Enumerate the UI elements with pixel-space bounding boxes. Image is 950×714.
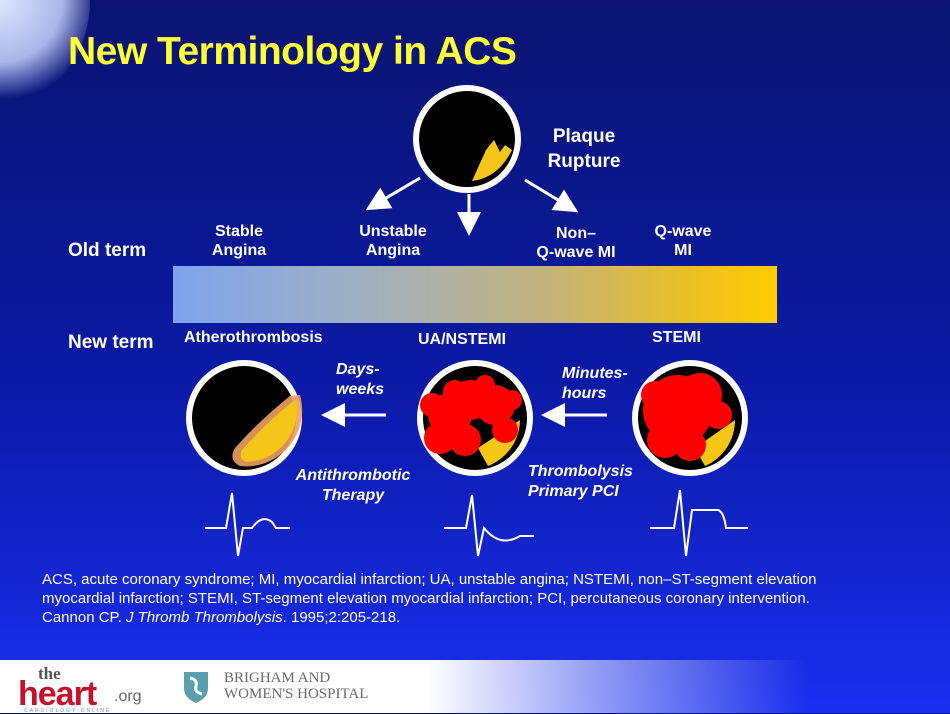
citation-journal: J Thromb Thrombolysis xyxy=(125,609,283,626)
old-term-label: Old term xyxy=(68,240,147,261)
new-term-atherothrombosis: Atherothrombosis xyxy=(184,329,323,346)
footnote-definitions: ACS, acute coronary syndrome; MI, myocar… xyxy=(42,571,817,607)
ecg-st-depression xyxy=(444,494,534,557)
old-term-non-q-wave-mi: Non– Q-wave MI xyxy=(536,225,616,261)
minutes-hours-label: Minutes- hours xyxy=(562,365,628,402)
ecg-st-elevation xyxy=(650,489,748,557)
logo-bar xyxy=(0,660,950,713)
atherothrombosis-vessel xyxy=(186,360,303,476)
ecg-normal xyxy=(205,492,290,557)
ecg-traces xyxy=(205,489,748,557)
rupture-arrows xyxy=(365,176,579,236)
footnote-citation: Cannon CP. J Thromb Thrombolysis. 1995;2… xyxy=(42,609,401,626)
plaque-rupture-label: Plaque Rupture xyxy=(547,126,621,172)
new-term-ua-nstemi: UA/NSTEMI xyxy=(418,331,506,348)
old-term-stable-angina: Stable Angina xyxy=(211,223,267,259)
old-term-unstable-angina: Unstable Angina xyxy=(359,223,427,259)
bwh-emblem-icon xyxy=(184,672,208,703)
thrombolysis-pci-label: Thrombolysis Primary PCI xyxy=(528,463,633,500)
footnote: ACS, acute coronary syndrome; MI, myocar… xyxy=(42,570,882,627)
new-term-stemi: STEMI xyxy=(652,329,701,346)
slide-title: New Terminology in ACS xyxy=(68,30,517,73)
old-term-q-wave-mi: Q-wave MI xyxy=(654,223,712,259)
stemi-vessel xyxy=(632,360,748,476)
ua-nstemi-vessel xyxy=(417,360,533,476)
new-term-label: New term xyxy=(68,332,154,353)
antithrombotic-therapy-label: Antithrombotic Therapy xyxy=(295,467,411,504)
spectrum-gradient-bar xyxy=(173,266,777,323)
plaque-rupture-vessel xyxy=(413,85,521,193)
days-weeks-label: Days- weeks xyxy=(336,361,385,398)
brigham-womens-hospital-logo: BRIGHAM AND WOMEN'S HOSPITAL xyxy=(176,666,396,706)
theheart-org-logo: the heart .org CARDIOLOGY ONLINE xyxy=(18,664,142,714)
